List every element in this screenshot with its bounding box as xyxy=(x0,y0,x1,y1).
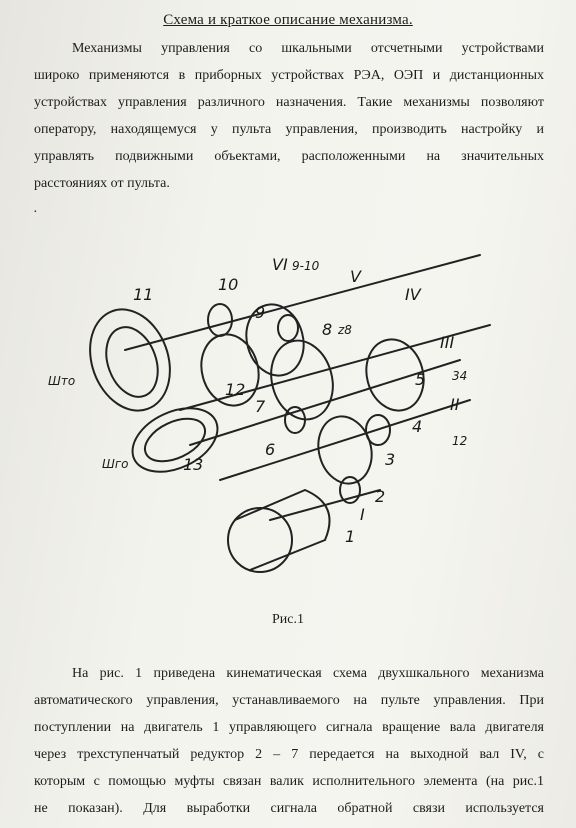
label-13: 13 xyxy=(183,455,203,474)
gear-7 xyxy=(270,339,334,421)
figure-caption: Рис.1 xyxy=(272,612,304,627)
shaft-iii xyxy=(189,359,461,446)
label-2: 2 xyxy=(375,487,385,506)
motor-end xyxy=(227,507,293,573)
motor-body xyxy=(234,489,331,571)
label-shaft-iii: III xyxy=(440,333,454,352)
label-5: 5 xyxy=(415,370,425,389)
label-11: 11 xyxy=(133,285,153,304)
shaft-ii xyxy=(219,399,471,481)
label-10: 10 xyxy=(218,275,238,294)
label-8: 8 xyxy=(322,320,332,339)
paragraph-line: широко применяются в приборных устройств… xyxy=(34,68,544,83)
label-shaft-vi: VI xyxy=(272,255,288,274)
shaft-iv xyxy=(179,324,491,411)
paragraph-line: через трехступенчатый редуктор 2 – 7 пер… xyxy=(34,747,544,762)
paragraph-line: управлять подвижными объектами, располож… xyxy=(34,149,544,164)
gear-6 xyxy=(284,406,306,434)
gear-10 xyxy=(207,303,233,337)
description-paragraph: На рис. 1 приведена кинематическая схема… xyxy=(34,660,544,822)
label-shaft-v: V xyxy=(350,267,362,286)
label-1: 1 xyxy=(345,527,355,546)
note-9-10: 9-10 xyxy=(292,259,320,273)
gear-8 xyxy=(277,314,299,342)
gear-4 xyxy=(365,414,391,446)
label-7: 7 xyxy=(255,397,266,416)
paragraph-line: автоматического управления, устанавливае… xyxy=(34,693,544,708)
scale-ring-11 xyxy=(89,308,171,412)
paragraph-line: расстояниях от пульта. xyxy=(34,176,170,191)
scale-ring-11-inner xyxy=(105,326,159,398)
label-9: 9 xyxy=(255,303,265,322)
paragraph-line: На рис. 1 приведена кинематическая схема… xyxy=(72,666,544,681)
gear-2 xyxy=(339,476,361,504)
label-shaft-i: I xyxy=(360,505,365,524)
label-shaft-ii: II xyxy=(450,395,460,414)
note-z5: 34 xyxy=(452,369,467,383)
scale-ring-13 xyxy=(131,407,219,473)
label-scale-2: Шго xyxy=(102,457,128,471)
intro-paragraph: Механизмы управления со шкальными отсчет… xyxy=(34,35,544,197)
paragraph-line: поступлении на двигатель 1 управляющего … xyxy=(34,720,544,735)
shaft-vi xyxy=(124,254,481,351)
kinematic-diagram: 11 10 9 8 z8 12 7 6 5 34 4 12 3 2 1 I II… xyxy=(48,254,491,573)
paragraph-line: Механизмы управления со шкальными отсчет… xyxy=(72,41,544,56)
paragraph-line: устройствах управления различного назнач… xyxy=(34,95,544,110)
paragraph-line: не показан). Для выработки сигнала обрат… xyxy=(34,801,544,816)
note-z8: z8 xyxy=(337,323,352,337)
label-shaft-iv: IV xyxy=(405,285,422,304)
label-6: 6 xyxy=(265,440,275,459)
paragraph-line: оператору, находящемуся у пульта управле… xyxy=(34,122,544,137)
gear-5 xyxy=(365,338,425,412)
note-z4: 12 xyxy=(452,434,467,448)
stray-dot: · xyxy=(33,205,38,220)
label-scale-1: Што xyxy=(48,374,75,388)
gear-9 xyxy=(245,303,305,377)
scale-ring-13-inner xyxy=(144,417,206,463)
gear-3 xyxy=(317,415,373,485)
label-4: 4 xyxy=(412,417,422,436)
label-12: 12 xyxy=(225,380,245,399)
label-3: 3 xyxy=(385,450,395,469)
paragraph-line: которым с помощью муфты связан валик исп… xyxy=(34,774,544,789)
document-title: Схема и краткое описание механизма. xyxy=(163,12,413,28)
